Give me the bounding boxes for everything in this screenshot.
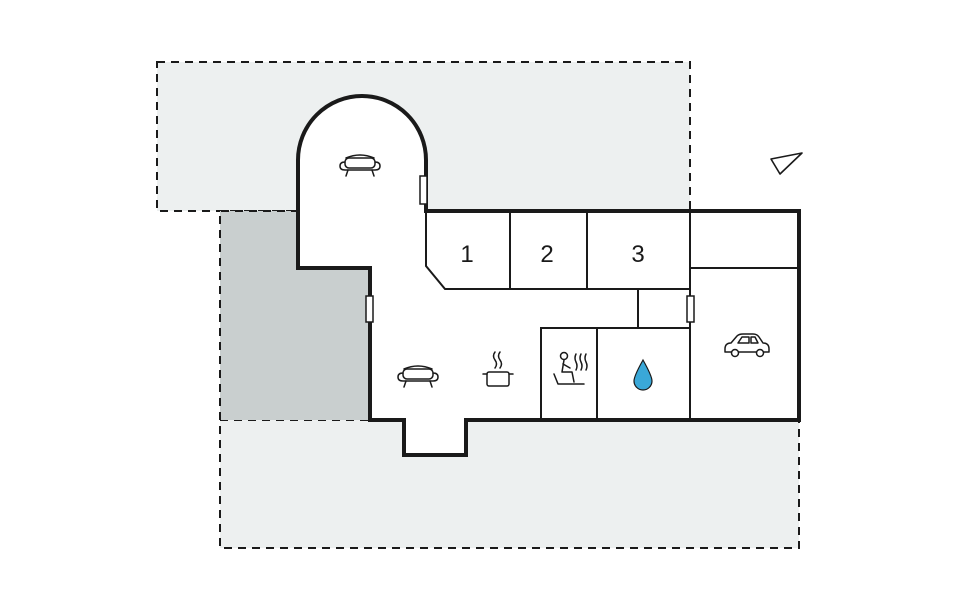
door-west (365, 295, 374, 323)
sofa-icon (397, 365, 439, 388)
water-drop-icon (633, 358, 653, 391)
cooking-pot-icon (482, 351, 514, 387)
sofa-icon (339, 154, 381, 177)
bedroom-block-wall (425, 211, 690, 290)
door-upper-living (419, 175, 428, 205)
covered-terrace-extension (220, 211, 370, 420)
door-garage (686, 295, 695, 323)
car-icon (724, 333, 770, 358)
wet-room-block (540, 327, 690, 420)
terrace-bottom (219, 419, 800, 549)
sauna-icon (553, 351, 588, 385)
room-1-number: 1 (460, 241, 473, 268)
room-2-number: 2 (540, 241, 553, 268)
north-arrow-icon (770, 152, 803, 175)
room-3-number: 3 (631, 241, 644, 268)
